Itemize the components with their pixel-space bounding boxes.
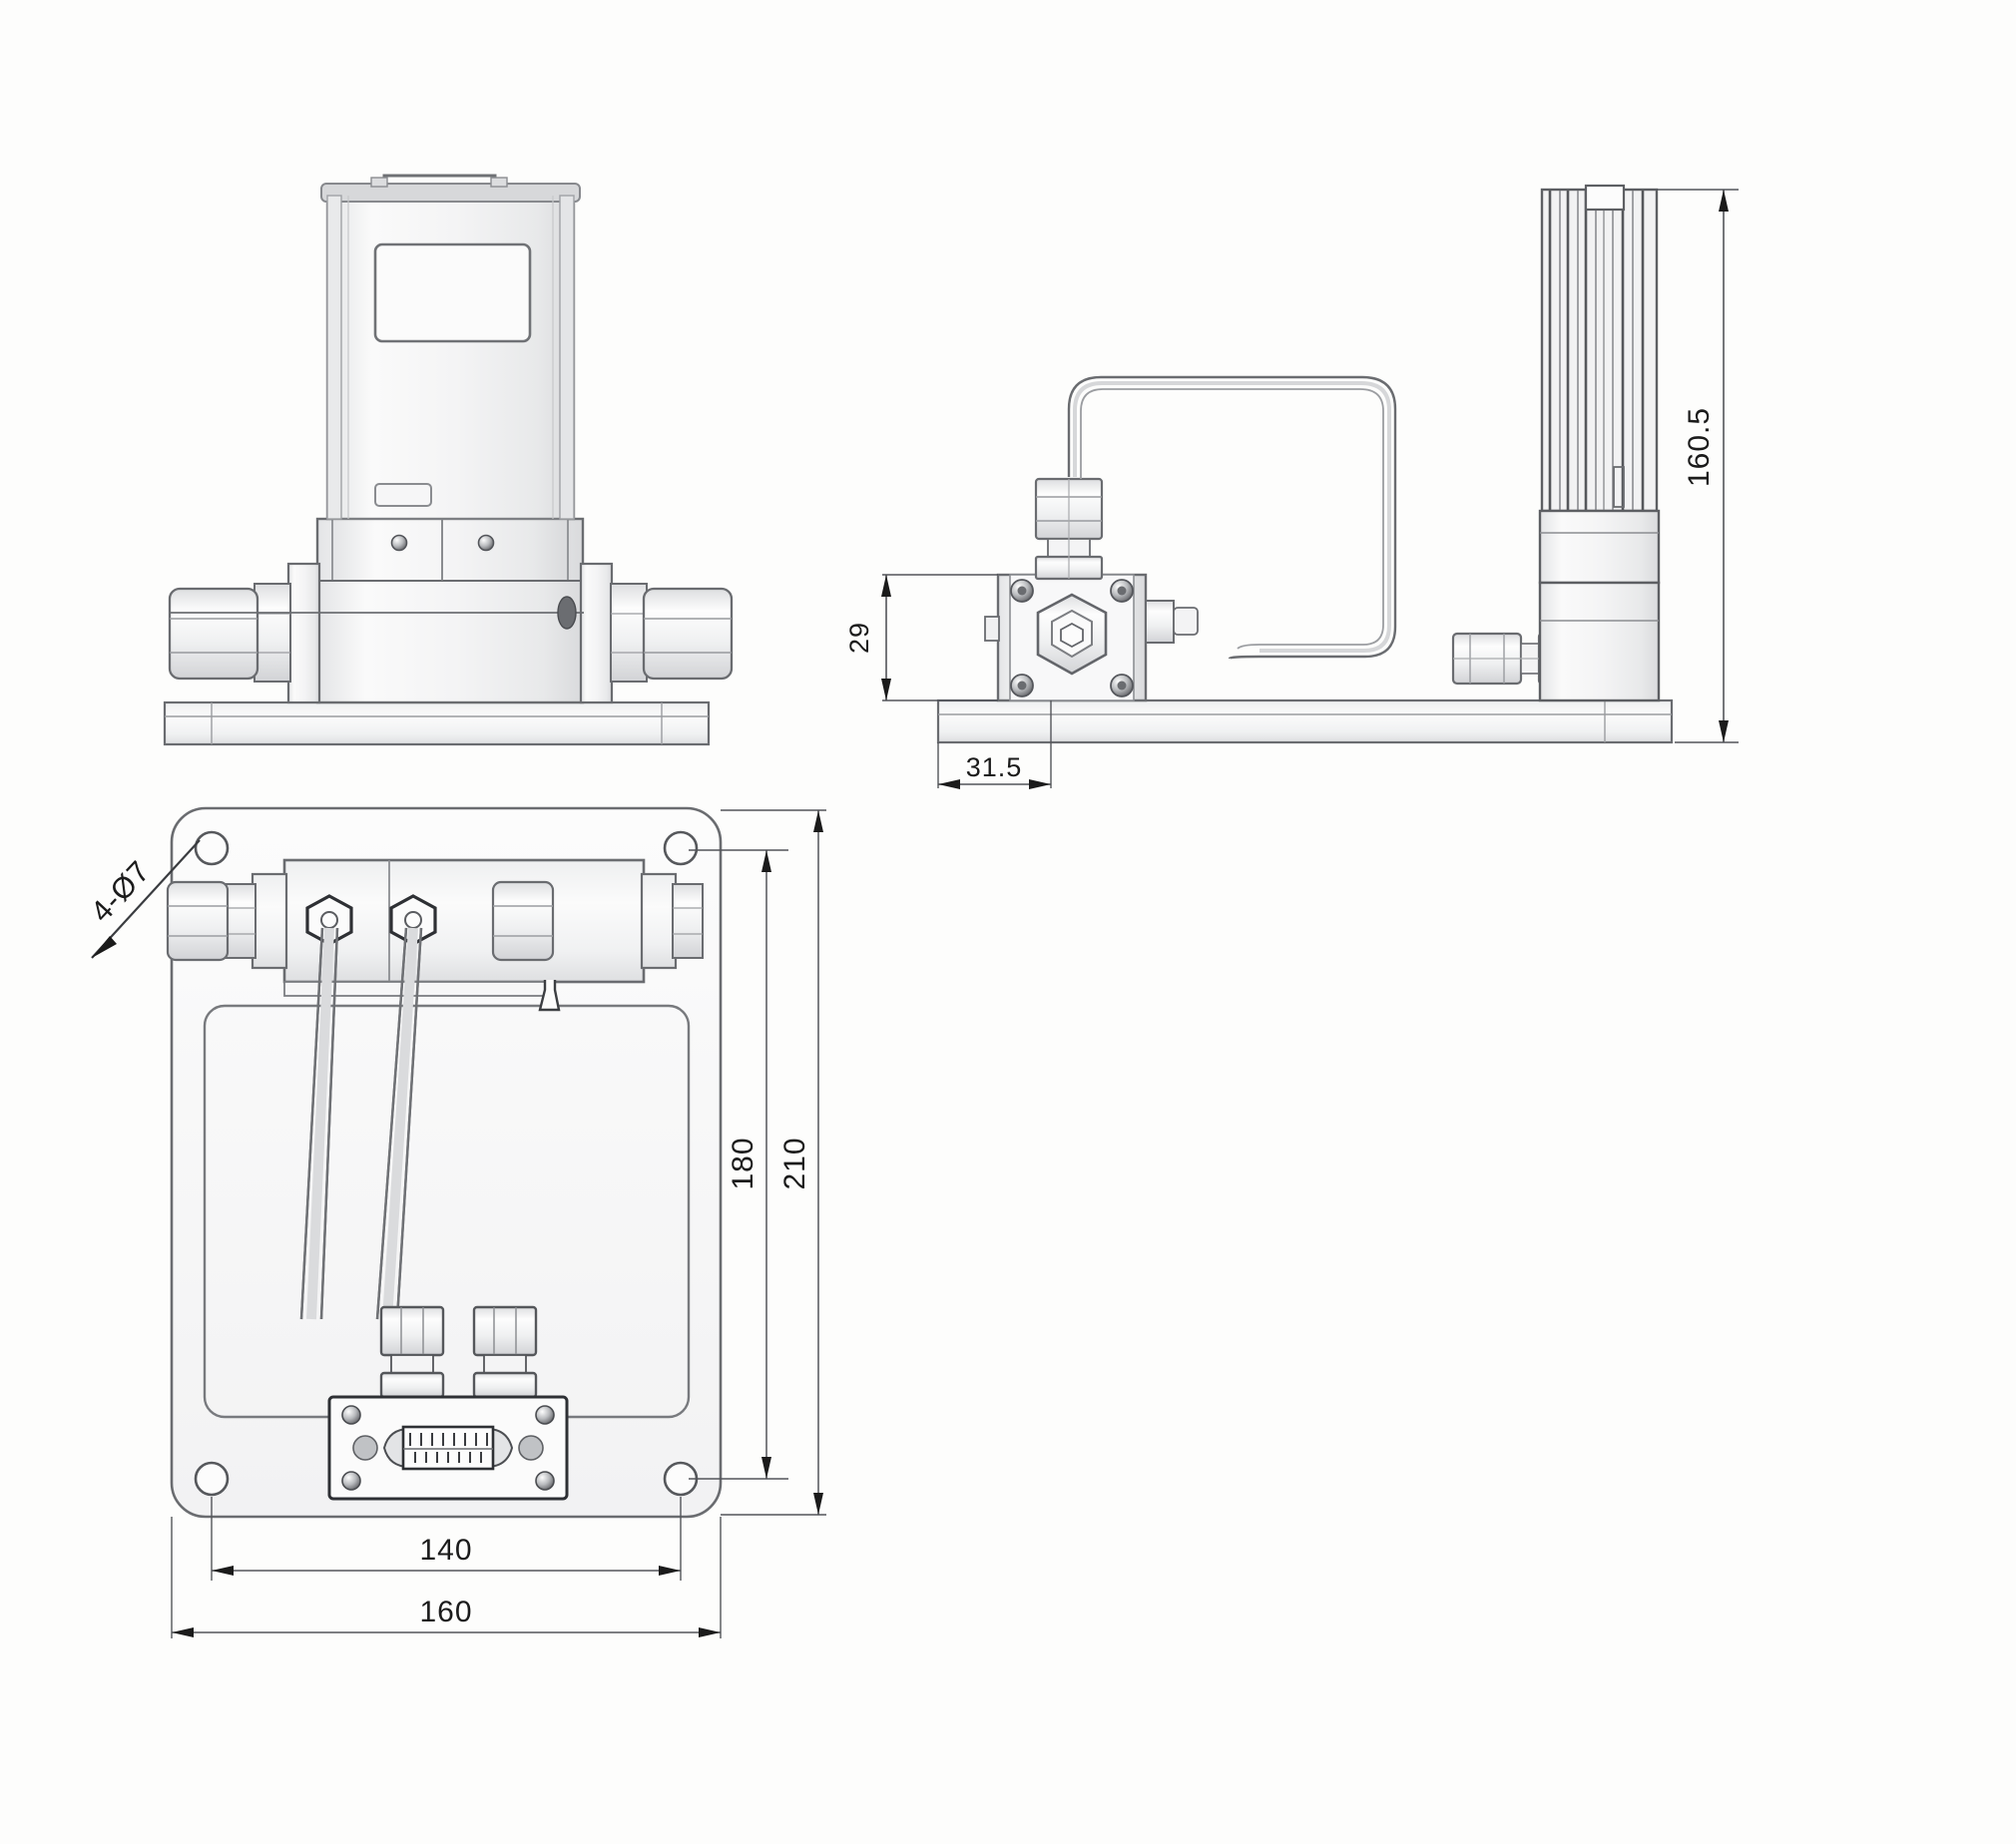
connector-screw [535,1405,555,1425]
top-view-mounting-holes [194,830,699,1497]
dim-label-overall-height: 160.5 [1683,407,1716,487]
connector-screw [535,1471,555,1491]
mounting-hole [194,1461,230,1497]
top-view-tubes [299,927,423,1320]
connector-screw [341,1405,361,1425]
top-view-vertical-dimensions: 180 210 [689,809,826,1516]
top-view-drain-tab [538,980,561,1012]
jackscrew [518,1435,544,1461]
front-view-display-window [373,242,532,343]
top-view-horizontal-dimensions: 140 160 [171,1497,722,1638]
side-view-base-plate [936,698,1674,744]
mounting-hole [663,830,699,866]
top-view-right-nut [491,880,555,962]
callout-arrow [92,936,117,958]
side-view-dimensions: 160.5 29 31.5 [844,189,1739,789]
dsub-pins [409,1433,488,1463]
mounting-hole [194,830,230,866]
dim-label-plate-depth-inner: 180 [727,1137,759,1189]
jackscrew [352,1435,378,1461]
front-view-screw [477,534,495,552]
top-view-connector-plate [327,1395,569,1501]
front-view-screw [390,534,408,552]
dim-label-plate-width-outer: 160 [419,1596,472,1628]
top-view [166,806,723,1519]
side-view-bent-tube [1067,375,1397,661]
front-view-valve-body [168,517,734,704]
front-view-base-plate [163,700,711,746]
side-view [936,184,1674,744]
connector-screw [341,1471,361,1491]
dim-label-valve-offset-width: 31.5 [966,752,1023,782]
side-view-valve-block [984,573,1199,702]
dim-label-plate-depth-outer: 210 [778,1137,811,1189]
side-view-upper-fitting [1034,477,1104,581]
front-view-port-boss [557,596,577,630]
side-view-heatsink-notch [1584,184,1626,212]
front-view-button [374,483,432,507]
front-view-electronics-housing [320,174,581,521]
top-view-lower-fittings [379,1305,538,1399]
side-view-heatsink [1538,184,1661,702]
top-view-instrument-body [166,858,704,1012]
dim-label-valve-offset-height: 29 [844,622,874,654]
front-view [163,174,734,746]
dim-label-plate-width-inner: 140 [419,1534,472,1567]
